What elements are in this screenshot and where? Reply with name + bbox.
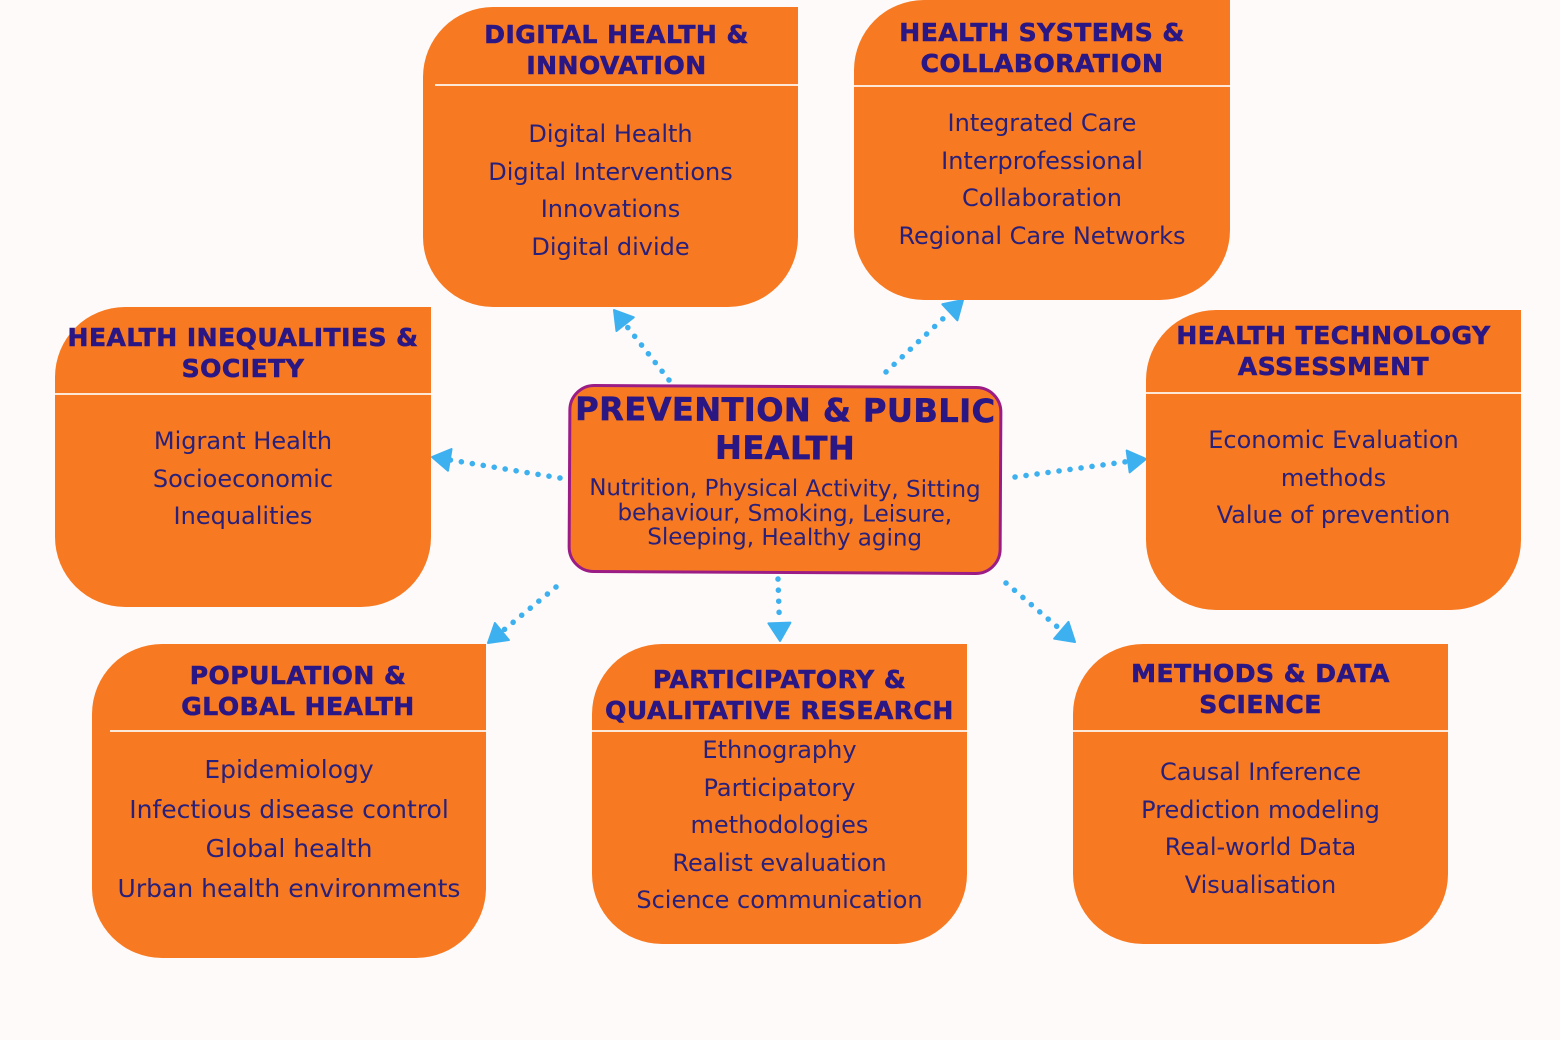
list-item: Epidemiology bbox=[204, 755, 374, 784]
card-health-inequalities-society: HEALTH INEQUALITIES & SOCIETY Migrant He… bbox=[55, 307, 431, 607]
list-item: Ethnography bbox=[702, 736, 857, 764]
arrowhead-icon bbox=[487, 622, 510, 644]
connector-line bbox=[622, 321, 672, 383]
list-item: Regional Care Networks bbox=[898, 221, 1186, 250]
list-item: methodologies bbox=[690, 811, 869, 839]
card-item-list: Digital Health Digital Interventions Inn… bbox=[423, 86, 798, 307]
card-heading: DIGITAL HEALTH & INNOVATION bbox=[435, 7, 798, 86]
card-heading: METHODS & DATA SCIENCE bbox=[1073, 644, 1448, 732]
list-item: Interprofessional bbox=[941, 146, 1143, 175]
list-item: Collaboration bbox=[962, 184, 1122, 212]
card-heading: PARTICIPATORY & QUALITATIVE RESEARCH bbox=[592, 644, 967, 732]
list-item: Value of prevention bbox=[1216, 501, 1451, 529]
list-item: Visualisation bbox=[1184, 870, 1337, 899]
title-line: HEALTH bbox=[715, 428, 856, 468]
card-digital-health-innovation: DIGITAL HEALTH & INNOVATION Digital Heal… bbox=[423, 7, 798, 307]
list-item: Inequalities bbox=[173, 502, 313, 530]
list-item: Global health bbox=[205, 834, 373, 863]
arrowhead-icon bbox=[431, 448, 453, 472]
list-item: Urban health environments bbox=[117, 873, 461, 903]
central-topic-subtitle: Nutrition, Physical Activity, Sitting be… bbox=[571, 474, 999, 552]
arrowhead-icon bbox=[613, 309, 635, 332]
connector-line bbox=[1012, 458, 1131, 480]
heading-line: DIGITAL HEALTH & bbox=[484, 19, 749, 49]
card-health-systems-collaboration: HEALTH SYSTEMS & COLLABORATION Integrate… bbox=[854, 0, 1230, 300]
list-item: Infectious disease control bbox=[129, 794, 449, 824]
heading-line: HEALTH INEQUALITIES & bbox=[67, 323, 419, 353]
connector-arrow-hta bbox=[1012, 449, 1147, 480]
central-topic-title: PREVENTION & PUBLIC HEALTH bbox=[571, 387, 999, 468]
list-item: methods bbox=[1280, 463, 1387, 492]
card-item-list: Integrated Care Interprofessional Collab… bbox=[854, 87, 1230, 300]
connector-line bbox=[883, 309, 953, 375]
card-item-list: Epidemiology Infectious disease control … bbox=[92, 732, 486, 958]
connector-arrow-systems bbox=[883, 299, 964, 375]
arrowhead-icon bbox=[1053, 620, 1076, 643]
subtitle-line: Nutrition, Physical Activity, Sitting bbox=[589, 474, 981, 504]
connector-line bbox=[775, 576, 783, 626]
heading-line: POPULATION & bbox=[189, 661, 407, 691]
heading-line: PARTICIPATORY & bbox=[652, 665, 907, 695]
connector-arrow-inequalities bbox=[431, 448, 563, 481]
card-item-list: Ethnography Participatory methodologies … bbox=[592, 732, 967, 944]
arrowhead-icon bbox=[767, 621, 792, 642]
connector-line bbox=[447, 457, 563, 481]
card-item-list: Economic Evaluation methods Value of pre… bbox=[1146, 394, 1521, 610]
list-item: Integrated Care bbox=[947, 109, 1137, 137]
heading-line: INNOVATION bbox=[526, 50, 707, 80]
heading-line: METHODS & DATA bbox=[1131, 659, 1390, 689]
list-item: Real-world Data bbox=[1164, 833, 1357, 861]
list-item: Digital Interventions bbox=[488, 157, 733, 186]
card-item-list: Migrant Health Socioeconomic Inequalitie… bbox=[55, 395, 431, 607]
card-health-technology-assessment: HEALTH TECHNOLOGY ASSESSMENT Economic Ev… bbox=[1146, 310, 1521, 610]
connector-arrow-population bbox=[487, 584, 559, 644]
list-item: Realist evaluation bbox=[672, 848, 887, 877]
arrowhead-icon bbox=[941, 299, 964, 322]
heading-line: HEALTH SYSTEMS & bbox=[899, 17, 1185, 47]
connector-arrow-participatory bbox=[767, 576, 792, 642]
list-item: Participatory bbox=[703, 773, 856, 802]
arrowhead-icon bbox=[1125, 449, 1147, 474]
list-item: Socioeconomic bbox=[152, 464, 334, 493]
card-heading: POPULATION & GLOBAL HEALTH bbox=[110, 644, 486, 732]
connector-arrow-methods bbox=[1003, 580, 1076, 643]
connector-line bbox=[499, 584, 559, 635]
heading-line: COLLABORATION bbox=[920, 48, 1164, 78]
central-topic-prevention-public-health: PREVENTION & PUBLIC HEALTH Nutrition, Ph… bbox=[567, 383, 1003, 576]
list-item: Causal Inference bbox=[1160, 758, 1361, 786]
list-item: Migrant Health bbox=[153, 427, 333, 455]
connector-line bbox=[1003, 580, 1065, 634]
card-participatory-qualitative-research: PARTICIPATORY & QUALITATIVE RESEARCH Eth… bbox=[592, 644, 967, 944]
subtitle-line: Sleeping, Healthy aging bbox=[647, 524, 923, 552]
heading-line: GLOBAL HEALTH bbox=[181, 692, 415, 722]
list-item: Innovations bbox=[540, 195, 681, 223]
list-item: Science communication bbox=[636, 886, 923, 914]
card-item-list: Causal Inference Prediction modeling Rea… bbox=[1073, 732, 1448, 944]
heading-line: SOCIETY bbox=[181, 354, 305, 384]
card-methods-data-science: METHODS & DATA SCIENCE Causal Inference … bbox=[1073, 644, 1448, 944]
list-item: Prediction modeling bbox=[1141, 795, 1380, 824]
card-heading: HEALTH TECHNOLOGY ASSESSMENT bbox=[1146, 310, 1521, 394]
title-line: PREVENTION & PUBLIC bbox=[575, 389, 996, 431]
heading-line: QUALITATIVE RESEARCH bbox=[605, 696, 954, 726]
list-item: Digital Health bbox=[528, 120, 693, 148]
connector-arrow-digital bbox=[613, 309, 672, 383]
subtitle-line: behaviour, Smoking, Leisure, bbox=[617, 499, 953, 528]
heading-line: HEALTH TECHNOLOGY bbox=[1176, 321, 1491, 351]
list-item: Economic Evaluation bbox=[1208, 426, 1459, 454]
card-heading: HEALTH INEQUALITIES & SOCIETY bbox=[55, 307, 431, 395]
list-item: Digital divide bbox=[531, 232, 690, 261]
card-population-global-health: POPULATION & GLOBAL HEALTH Epidemiology … bbox=[92, 644, 486, 958]
heading-line: SCIENCE bbox=[1199, 690, 1322, 720]
card-heading: HEALTH SYSTEMS & COLLABORATION bbox=[854, 0, 1230, 87]
heading-line: ASSESSMENT bbox=[1237, 352, 1430, 382]
